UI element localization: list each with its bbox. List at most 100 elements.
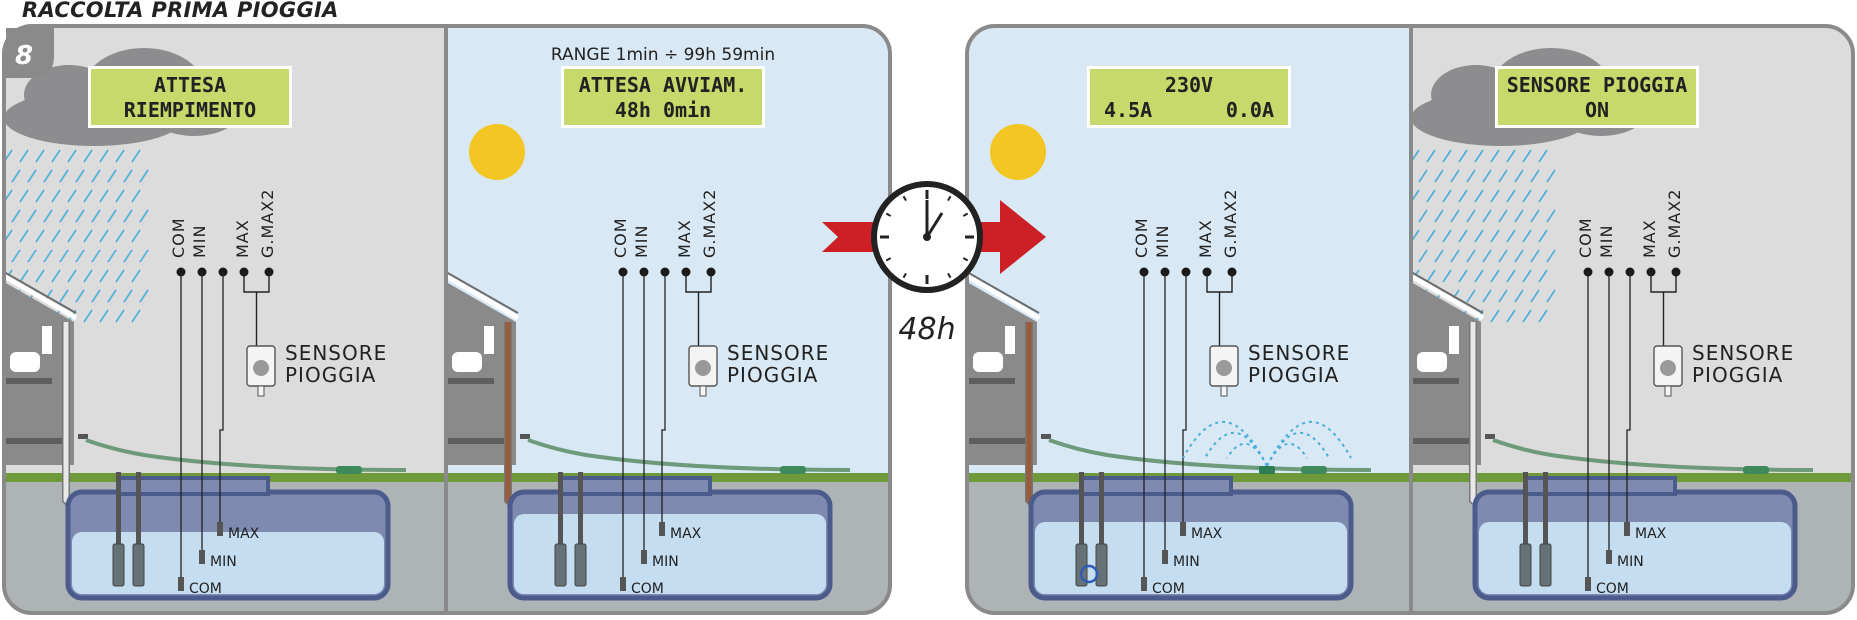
pump-icon	[1095, 543, 1108, 587]
pump-pipe	[1099, 472, 1104, 544]
rain-drop	[91, 289, 101, 303]
house-floor	[446, 378, 494, 384]
rain-drop	[1418, 169, 1428, 183]
rain-drop	[1426, 269, 1436, 283]
rain-drop	[99, 229, 109, 243]
terminal-label: COM	[169, 217, 188, 258]
toilet-tank	[1449, 326, 1459, 354]
clock-center	[923, 233, 931, 241]
clock-tick	[885, 257, 892, 262]
rain-sensor-stem	[1220, 385, 1228, 397]
rain-drop	[1538, 309, 1548, 323]
rain-drop	[59, 209, 69, 223]
rain-drop	[27, 169, 37, 183]
terminal-label: G.MAX2	[1665, 189, 1684, 258]
tank	[1028, 472, 1354, 601]
rain-drop	[1474, 269, 1484, 283]
rain-drop	[1490, 229, 1500, 243]
rain-drop	[1466, 289, 1476, 303]
probe-electrode	[641, 550, 647, 564]
rain-drop	[1458, 189, 1468, 203]
rain-drop	[67, 149, 77, 163]
rain-drop	[67, 269, 77, 283]
rain-drop	[43, 169, 53, 183]
rain-drop	[1458, 229, 1468, 243]
rain-drop	[11, 209, 21, 223]
drain-cover	[1301, 466, 1327, 474]
terminal-label: COM	[1576, 217, 1595, 258]
rain-drop	[139, 289, 149, 303]
rain-drop	[1466, 209, 1476, 223]
probe-electrode	[199, 550, 205, 564]
probe-label: MIN	[1173, 554, 1200, 570]
sensor-label-line2: PIOGGIA	[1248, 363, 1339, 387]
rain-drop	[1442, 229, 1452, 243]
rain-drop	[75, 169, 85, 183]
pump-icon	[1075, 543, 1088, 587]
pump-icon	[554, 543, 567, 587]
step-badge	[6, 28, 54, 78]
house-wall	[967, 282, 1037, 465]
lcd-line1: ATTESA AVVIAM.	[579, 73, 748, 97]
probe-label: COM	[1152, 581, 1185, 597]
rain-drop	[51, 189, 61, 203]
rain-drop	[139, 169, 149, 183]
pump-pipe	[1543, 472, 1548, 544]
rain-drop	[83, 309, 93, 323]
rain-drop	[1426, 189, 1436, 203]
rain-drop	[115, 229, 125, 243]
sensor-label-line1: SENSORE	[727, 341, 829, 365]
tank	[507, 472, 833, 601]
probe-label: MAX	[1635, 526, 1667, 542]
probe-label: COM	[1596, 581, 1629, 597]
roof-edge	[4, 273, 78, 321]
rain-drop	[35, 229, 45, 243]
max-wire	[661, 272, 666, 522]
sensor-label-line1: SENSORE	[1248, 341, 1350, 365]
lcd-line1: ATTESA	[154, 73, 226, 97]
rain-drop	[1482, 289, 1492, 303]
terminal-label: G.MAX2	[1221, 189, 1240, 258]
rain-drop	[115, 149, 125, 163]
terminal-label: MAX	[233, 219, 252, 258]
probe-electrode	[1162, 550, 1168, 564]
rain-drop	[1442, 149, 1452, 163]
rain-drop	[1546, 169, 1556, 183]
house	[444, 271, 520, 465]
sensor-label-line1: SENSORE	[1692, 341, 1794, 365]
terminal-label: COM	[1132, 217, 1151, 258]
rain-drop	[43, 209, 53, 223]
clock-hour-hand	[925, 212, 944, 238]
rain-drop	[1530, 169, 1540, 183]
arrow-in	[822, 222, 880, 252]
rain-drop	[1498, 209, 1508, 223]
rain-drop	[75, 289, 85, 303]
house-floor	[967, 438, 1025, 444]
rain-drop	[11, 169, 21, 183]
tap-icon	[78, 434, 88, 439]
rain-drop	[107, 209, 117, 223]
clock-tick	[962, 257, 969, 262]
rain-drop	[1530, 289, 1540, 303]
rain-drop	[91, 249, 101, 263]
roof-edge	[1409, 273, 1485, 321]
rain-drop	[107, 289, 117, 303]
rain-drop	[107, 169, 117, 183]
rain-drop	[1482, 169, 1492, 183]
house-floor	[1411, 438, 1469, 444]
probe-electrode	[1606, 550, 1612, 564]
pump-pipe	[578, 472, 583, 544]
rain-drop	[83, 269, 93, 283]
rain-drop	[1514, 209, 1524, 223]
rain-drop	[1418, 209, 1428, 223]
max-wire	[1626, 272, 1631, 522]
rain-drop	[1482, 209, 1492, 223]
rain-drop	[35, 189, 45, 203]
pump-pipe	[136, 472, 141, 544]
rain-drop	[1426, 229, 1436, 243]
house-wall	[1411, 282, 1481, 465]
rain-drop	[91, 169, 101, 183]
rain-drop	[131, 309, 141, 323]
